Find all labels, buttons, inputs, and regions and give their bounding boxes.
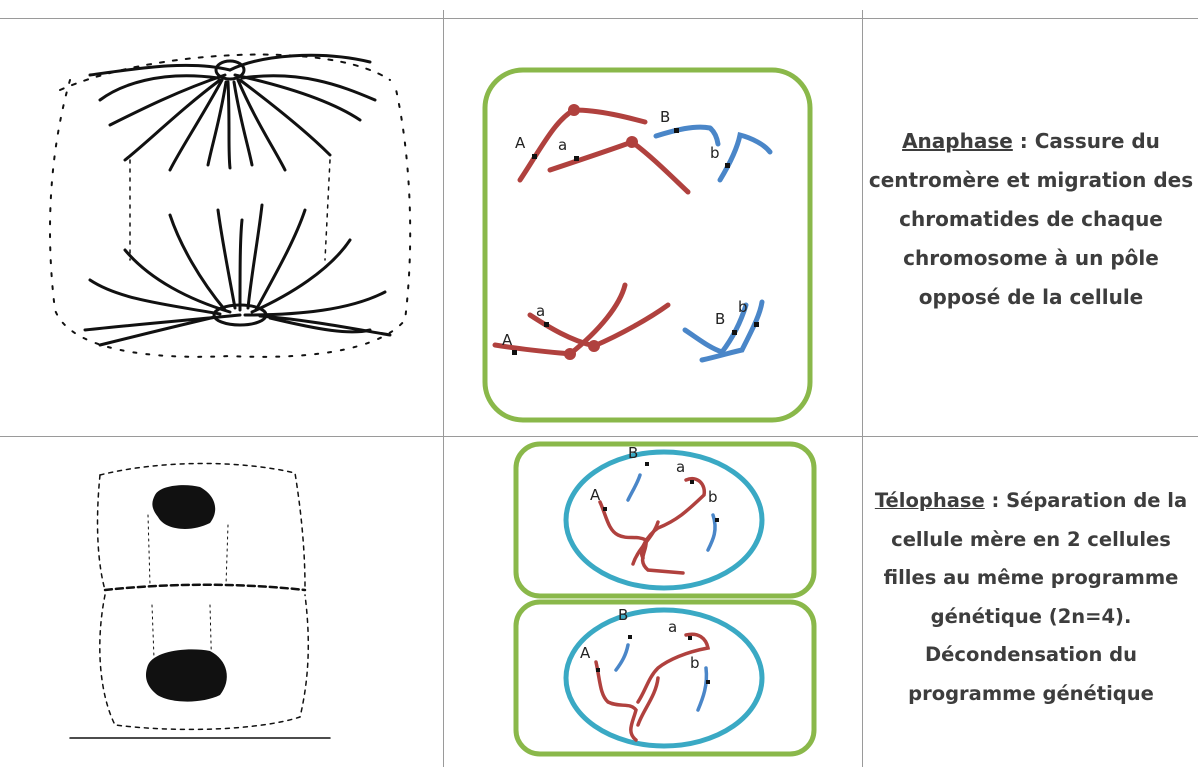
- anaphase-microscope-drawing: [30, 30, 430, 370]
- chromatid-paternal: [656, 127, 718, 144]
- telophase-schematic: A B a b A B a b: [508, 440, 828, 762]
- allele-label: A: [515, 134, 526, 152]
- allele-label: B: [715, 310, 725, 328]
- allele-label: b: [708, 488, 718, 506]
- phase-text: : Séparation de la cellule mère en 2 cel…: [884, 489, 1188, 705]
- allele-label: a: [536, 302, 545, 320]
- allele-label: B: [618, 606, 628, 624]
- allele-label: a: [668, 618, 677, 636]
- nucleus: [566, 452, 762, 588]
- chromatid-maternal: [550, 142, 688, 192]
- chromatid-paternal: [720, 135, 770, 180]
- phase-title: Télophase: [875, 489, 985, 512]
- chromatid-maternal: [495, 285, 625, 354]
- telophase-microscope-drawing: [60, 455, 340, 750]
- allele-label: b: [738, 298, 748, 316]
- phase-text: : Cassure du centromère et migration des…: [869, 129, 1193, 309]
- telophase-description: Télophase : Séparation de la cellule mèr…: [868, 482, 1194, 713]
- allele-label: A: [502, 331, 513, 349]
- row-divider: [0, 436, 1198, 437]
- allele-label: B: [660, 108, 670, 126]
- allele-label: a: [676, 458, 685, 476]
- daughter-cell-membrane: [516, 602, 814, 754]
- allele-label: A: [590, 486, 601, 504]
- phase-title: Anaphase: [902, 129, 1013, 153]
- cell-membrane: [485, 70, 810, 420]
- allele-label: a: [558, 136, 567, 154]
- column-divider: [862, 10, 863, 767]
- allele-label: b: [710, 144, 720, 162]
- anaphase-description: Anaphase : Cassure du centromère et migr…: [868, 122, 1194, 317]
- column-divider: [443, 10, 444, 767]
- nucleus: [566, 610, 762, 746]
- row-divider: [0, 18, 1198, 19]
- anaphase-schematic: A a B b A a B b: [470, 60, 830, 430]
- allele-label: b: [690, 654, 700, 672]
- allele-label: B: [628, 444, 638, 462]
- allele-label: A: [580, 644, 591, 662]
